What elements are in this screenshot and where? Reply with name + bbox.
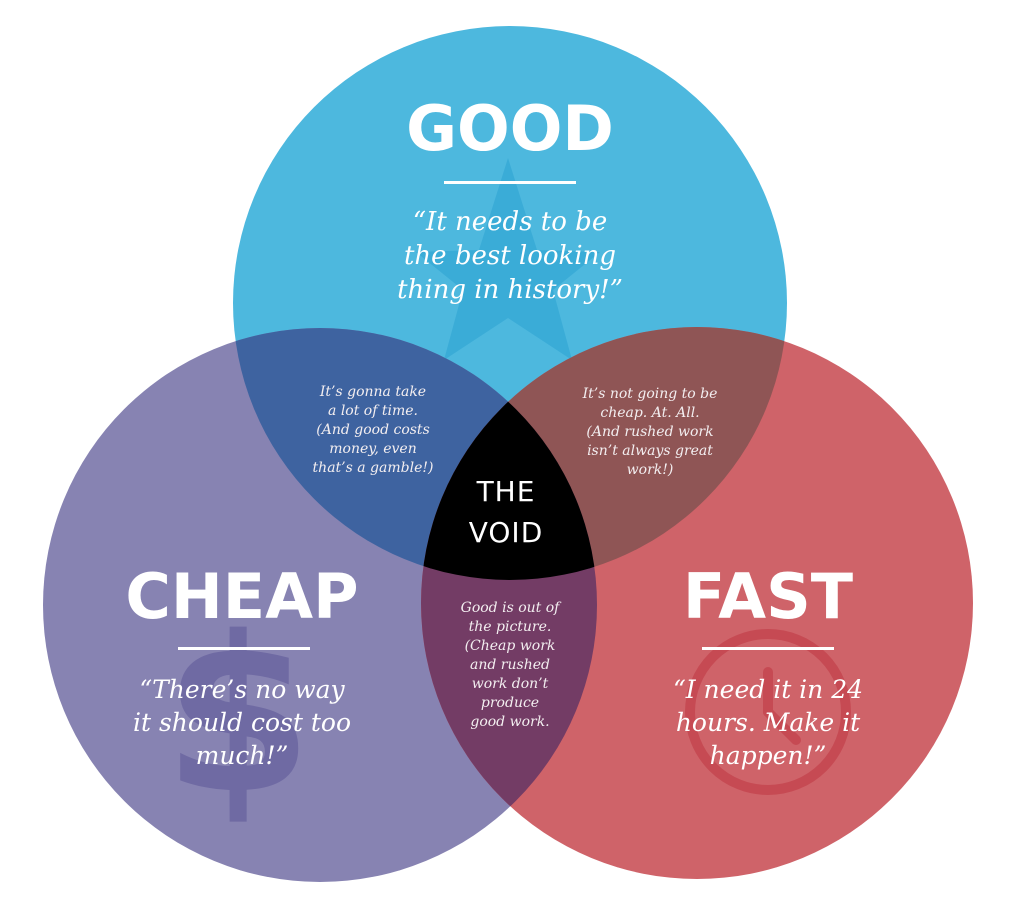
svg-text:a lot of time.: a lot of time.: [328, 403, 418, 419]
clock-icon: [685, 629, 851, 795]
cheap-title: CHEAP: [125, 560, 358, 633]
svg-text:work don’t: work don’t: [472, 676, 549, 692]
svg-text:and rushed: and rushed: [470, 657, 550, 673]
svg-text:the picture.: the picture.: [469, 619, 552, 635]
fast-title: FAST: [683, 560, 853, 633]
dollar-icon: $: [163, 590, 313, 841]
star-icon: [416, 158, 600, 360]
svg-text:that’s a gamble!): that’s a gamble!): [313, 460, 434, 476]
the-void-line-2: VOID: [469, 516, 544, 549]
cheap-quote-line-2: it should cost too: [133, 708, 351, 737]
fast-quote-line-3: happen!”: [710, 741, 827, 770]
svg-text:isn’t always great: isn’t always great: [587, 443, 713, 459]
svg-text:It’s gonna take: It’s gonna take: [319, 384, 426, 400]
svg-text:(And good costs: (And good costs: [316, 422, 430, 438]
fast-divider: [702, 647, 834, 650]
svg-text:Good is out of: Good is out of: [461, 600, 563, 616]
good-quote-line-2: the best looking: [404, 241, 616, 271]
good-quote-line-3: thing in history!”: [397, 275, 623, 305]
svg-text:cheap. At. All.: cheap. At. All.: [600, 405, 699, 421]
fast-quote-line-2: hours. Make it: [676, 708, 861, 737]
fast-quote-line-1: “I need it in 24: [673, 675, 863, 704]
cheap-quote-line-3: much!”: [196, 741, 289, 770]
good-title: GOOD: [406, 92, 614, 165]
svg-text:(And rushed work: (And rushed work: [586, 424, 713, 440]
good-quote-line-1: “It needs to be: [413, 207, 607, 237]
svg-text:produce: produce: [481, 695, 539, 711]
cheap-divider: [178, 647, 310, 650]
good-fast-text: It’s not going to be cheap. At. All. (An…: [582, 386, 718, 478]
svg-text:(Cheap work: (Cheap work: [465, 638, 556, 654]
svg-text:work!): work!): [627, 462, 674, 478]
the-void-region: [421, 328, 597, 580]
the-void-line-1: THE: [476, 475, 536, 508]
svg-text:money, even: money, even: [329, 441, 416, 457]
cheap-quote-line-1: “There’s no way: [139, 675, 345, 704]
good-cheap-text: It’s gonna take a lot of time. (And good…: [313, 384, 434, 476]
svg-text:It’s not going to be: It’s not going to be: [582, 386, 718, 402]
good-divider: [444, 181, 576, 184]
svg-text:good work.: good work.: [470, 714, 549, 730]
cheap-fast-text: Good is out of the picture. (Cheap work …: [461, 600, 563, 730]
